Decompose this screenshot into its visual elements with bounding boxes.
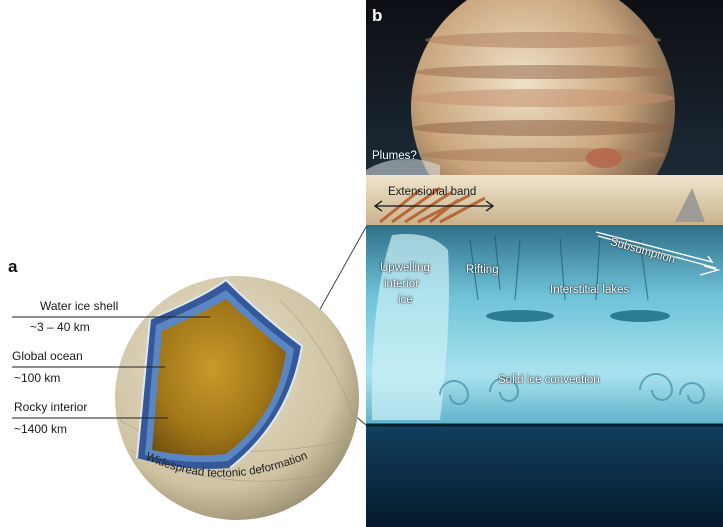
global-ocean-thickness: ~100 km <box>14 371 60 385</box>
rocky-interior-label: Rocky interior <box>14 400 87 414</box>
upwelling-label-line2: interior <box>384 278 419 290</box>
water-ice-shell-label: Water ice shell <box>40 299 118 313</box>
panel-label-b: b <box>372 6 382 26</box>
panel-label-a: a <box>8 257 17 277</box>
europa-surface <box>366 175 723 225</box>
interstitial-lake-2 <box>610 310 670 322</box>
extensional-band-label: Extensional band <box>388 186 476 198</box>
rifting-label: Rifting <box>466 264 499 276</box>
rocky-interior-thickness: ~1400 km <box>14 422 67 436</box>
interstitial-lake-1 <box>486 310 554 322</box>
interstitial-lakes-label: Interstitial lakes <box>550 284 629 296</box>
great-red-spot <box>586 148 622 168</box>
solid-ice-convection-label: Solid ice convection <box>498 374 600 386</box>
subsurface-ocean <box>366 425 723 527</box>
panel-a-europa-cutaway <box>115 276 359 520</box>
global-ocean-label: Global ocean <box>12 349 83 363</box>
upwelling-label-line3: ice <box>398 294 413 306</box>
upwelling-label-line1: Upwelling <box>380 262 430 274</box>
plumes-label: Plumes? <box>372 150 417 162</box>
water-ice-shell-thickness: ~3 – 40 km <box>30 320 90 334</box>
